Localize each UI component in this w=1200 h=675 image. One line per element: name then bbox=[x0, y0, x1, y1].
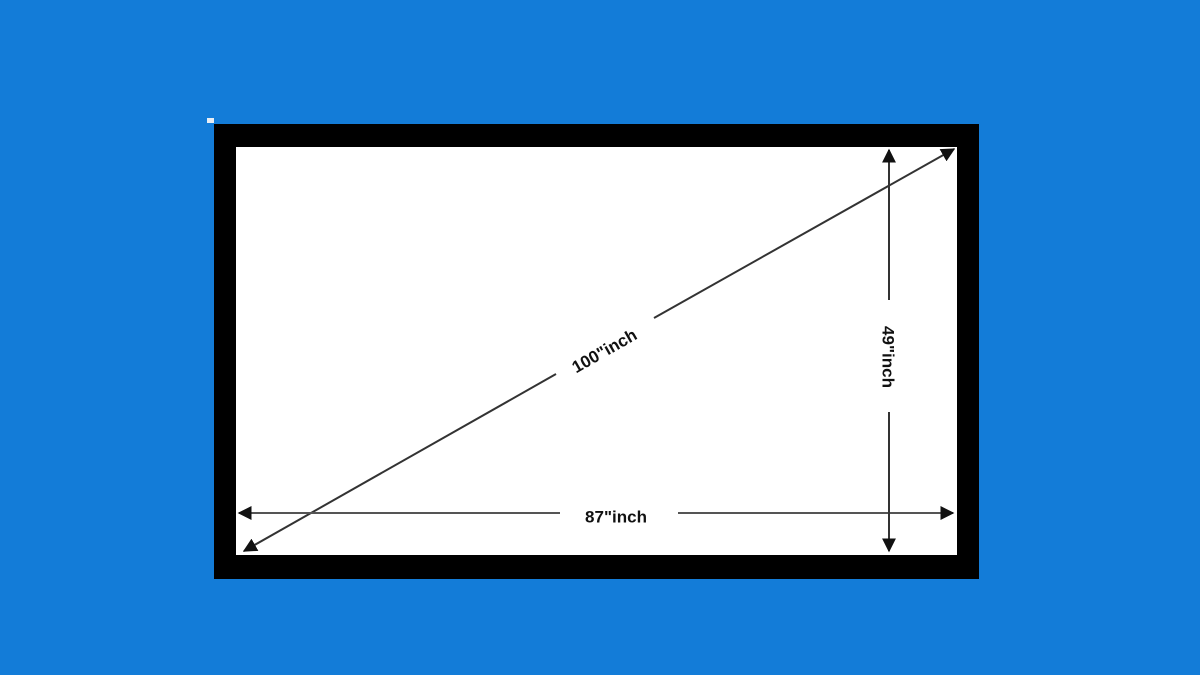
corner-artifact bbox=[207, 118, 214, 123]
width-label: 87"inch bbox=[585, 507, 647, 526]
height-label: 49"inch bbox=[879, 326, 898, 388]
diagonal-arrow bbox=[242, 148, 956, 552]
